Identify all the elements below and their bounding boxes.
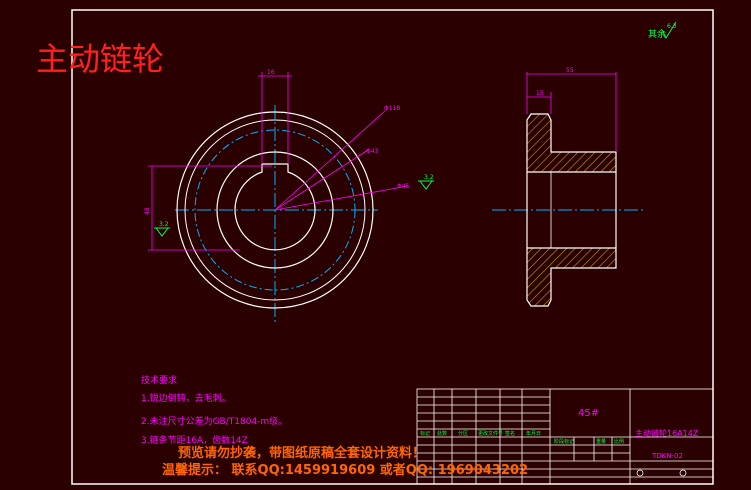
hub-dia-leader <box>274 185 409 211</box>
roughness-symbol <box>661 21 677 40</box>
hub-dia-label: Φ45 <box>397 183 410 190</box>
lower-section-hatch <box>526 247 617 307</box>
outer-dia-label: Φ118 <box>384 105 400 112</box>
roughness-corner-label: 其余 <box>648 28 666 40</box>
overall-width-label: 55 <box>566 67 574 74</box>
tb-drawing-no: TDKN-02 <box>651 452 683 460</box>
watermark-line2: 温馨提示： 联系QQ:1459919609 或者QQ: 1969043202 <box>162 462 528 478</box>
projection-symbol <box>679 469 687 477</box>
outer-circle <box>176 111 374 309</box>
projection-symbol <box>636 469 644 477</box>
tech-item: 1.锐边倒钝，去毛刺。 <box>141 392 231 404</box>
tb-header-label: 分区 <box>458 430 468 437</box>
tb-header-label: 更改文件号 <box>478 430 503 437</box>
tb-scale-label: 比例 <box>614 438 624 445</box>
tb-part-name: 主动链轮16A14Z <box>635 428 699 438</box>
tb-weight-label: 重量 <box>596 438 606 445</box>
title-stamp: 主动链轮 <box>36 40 164 78</box>
front-roughness-symbol <box>418 180 434 190</box>
front-roughness-value: 3.2 <box>424 174 434 181</box>
tb-header-label: 年月日 <box>526 430 541 437</box>
tb-stage-label: 阶段标记 <box>554 438 574 445</box>
tooth-width-label: 15 <box>536 90 544 97</box>
key-width-label: 16 <box>267 69 275 76</box>
watermark-line1: 预览请勿抄袭，带图纸原稿全套设计资料！ <box>178 445 425 461</box>
tb-header-label: 处数 <box>437 430 447 437</box>
roughness-corner: 其余 6.3 <box>648 21 677 40</box>
bore-dia-leader <box>274 149 369 211</box>
tech-item: 2.未注尺寸公差为GB/T1804-m级。 <box>141 415 287 427</box>
drawing-border <box>71 9 714 485</box>
title-block <box>416 388 714 485</box>
roughness-corner-value: 6.3 <box>667 23 677 30</box>
front-view: 16 Φ118 Φ43 Φ45 3.2 48 3.2 <box>144 69 434 322</box>
root-circle <box>184 119 366 301</box>
left-roughness-symbol <box>154 227 170 237</box>
tech-item: 3.链条节距16A，齿数14Z <box>141 434 248 446</box>
tech-heading: 技术要求 <box>141 374 177 386</box>
depth-label: 48 <box>144 207 151 215</box>
title-block-header: 标记 处数 分区 更改文件号 签名 年月日 阶段标记 重量 比例 <box>420 430 624 445</box>
bore-dia-label: Φ43 <box>366 148 379 155</box>
upper-section-hatch <box>526 113 617 173</box>
title-block-frame <box>416 388 714 485</box>
outer-dia-leader <box>274 109 387 211</box>
left-roughness-value: 3.2 <box>159 221 169 228</box>
pitch-circle <box>194 129 356 291</box>
tb-header-label: 标记 <box>420 430 430 437</box>
tb-header-label: 签名 <box>505 430 515 437</box>
tech-requirements: 技术要求 1.锐边倒钝，去毛刺。 2.未注尺寸公差为GB/T1804-m级。 3… <box>141 374 287 446</box>
side-view: 55 15 <box>492 67 645 307</box>
hub-circle <box>216 151 334 269</box>
bore-keyway <box>234 163 316 251</box>
tb-material: 45# <box>578 408 599 419</box>
